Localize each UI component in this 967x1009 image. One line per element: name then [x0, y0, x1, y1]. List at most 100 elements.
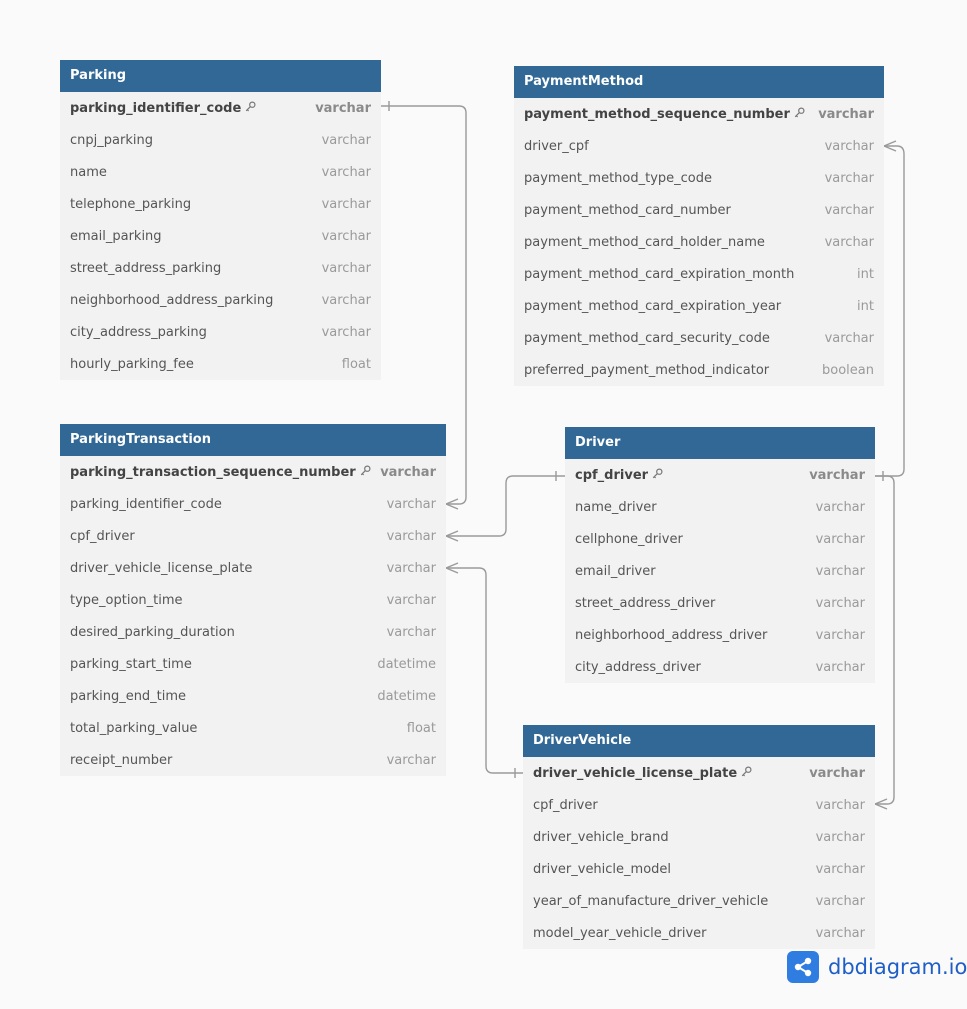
field-row[interactable]: name_driver varchar	[565, 491, 875, 523]
field-type: varchar	[815, 861, 865, 877]
key-icon	[741, 766, 752, 781]
field-row[interactable]: neighborhood_address_parking varchar	[60, 284, 381, 316]
field-name: parking_transaction_sequence_number	[70, 464, 356, 480]
field-row[interactable]: driver_vehicle_model varchar	[523, 853, 875, 885]
edge-vehicle-to-transaction[interactable]	[445, 562, 523, 778]
table-header[interactable]: Parking	[60, 60, 381, 92]
edge-driver-to-vehicle[interactable]	[874, 475, 895, 810]
many-marker	[445, 530, 459, 537]
field-name-wrap: preferred_payment_method_indicator	[524, 363, 769, 378]
table-header[interactable]: Driver	[565, 427, 875, 459]
field-name: city_address_driver	[575, 659, 701, 675]
field-type: varchar	[386, 624, 436, 640]
edge-driver-to-transaction[interactable]	[445, 471, 565, 542]
key-icon	[360, 465, 371, 480]
field-name: name_driver	[575, 499, 657, 515]
field-type: int	[857, 298, 874, 314]
field-name-wrap: driver_vehicle_brand	[533, 830, 669, 845]
field-type: float	[341, 356, 371, 372]
field-type: varchar	[321, 292, 371, 308]
field-name: payment_method_sequence_number	[524, 106, 790, 122]
table-driver-vehicle[interactable]: DriverVehicle driver_vehicle_license_pla…	[523, 725, 875, 949]
field-name: email_driver	[575, 563, 656, 579]
field-type: varchar	[386, 560, 436, 576]
dbdiagram-logo[interactable]: dbdiagram.io	[787, 951, 967, 983]
table-header[interactable]: PaymentMethod	[514, 66, 884, 98]
field-name: neighborhood_address_parking	[70, 292, 274, 308]
field-type: varchar	[815, 595, 865, 611]
many-marker	[445, 535, 459, 542]
field-name: preferred_payment_method_indicator	[524, 362, 770, 378]
field-type: varchar	[321, 324, 371, 340]
field-name: driver_vehicle_license_plate	[70, 560, 253, 576]
table-payment-method[interactable]: PaymentMethod payment_method_sequence_nu…	[514, 66, 884, 386]
field-row[interactable]: driver_vehicle_license_plate varchar	[60, 552, 446, 584]
field-type: varchar	[809, 765, 865, 781]
field-name: cellphone_driver	[575, 531, 683, 547]
field-name-wrap: parking_end_time	[70, 689, 186, 704]
field-name-wrap: driver_cpf	[524, 139, 589, 154]
field-name-wrap: cpf_driver	[575, 468, 663, 483]
field-type: varchar	[315, 100, 371, 116]
key-icon	[794, 107, 805, 122]
field-name: driver_vehicle_model	[533, 861, 672, 877]
field-name-wrap: city_address_driver	[575, 660, 701, 675]
field-name: payment_method_card_expiration_month	[524, 266, 795, 282]
many-marker	[883, 140, 897, 147]
field-type: varchar	[815, 893, 865, 909]
table-parking-transaction[interactable]: ParkingTransaction parking_transaction_s…	[60, 424, 446, 776]
field-type: varchar	[386, 752, 436, 768]
field-name: cpf_driver	[575, 467, 649, 483]
field-name-wrap: payment_method_type_code	[524, 171, 712, 186]
field-name-wrap: driver_vehicle_model	[533, 862, 671, 877]
table-header[interactable]: DriverVehicle	[523, 725, 875, 757]
field-type: varchar	[321, 228, 371, 244]
table-header[interactable]: ParkingTransaction	[60, 424, 446, 456]
field-type: varchar	[824, 202, 874, 218]
field-name-wrap: parking_identifier_code	[70, 497, 222, 512]
many-marker	[874, 798, 888, 805]
field-name: parking_end_time	[70, 688, 187, 704]
field-type: varchar	[815, 499, 865, 515]
